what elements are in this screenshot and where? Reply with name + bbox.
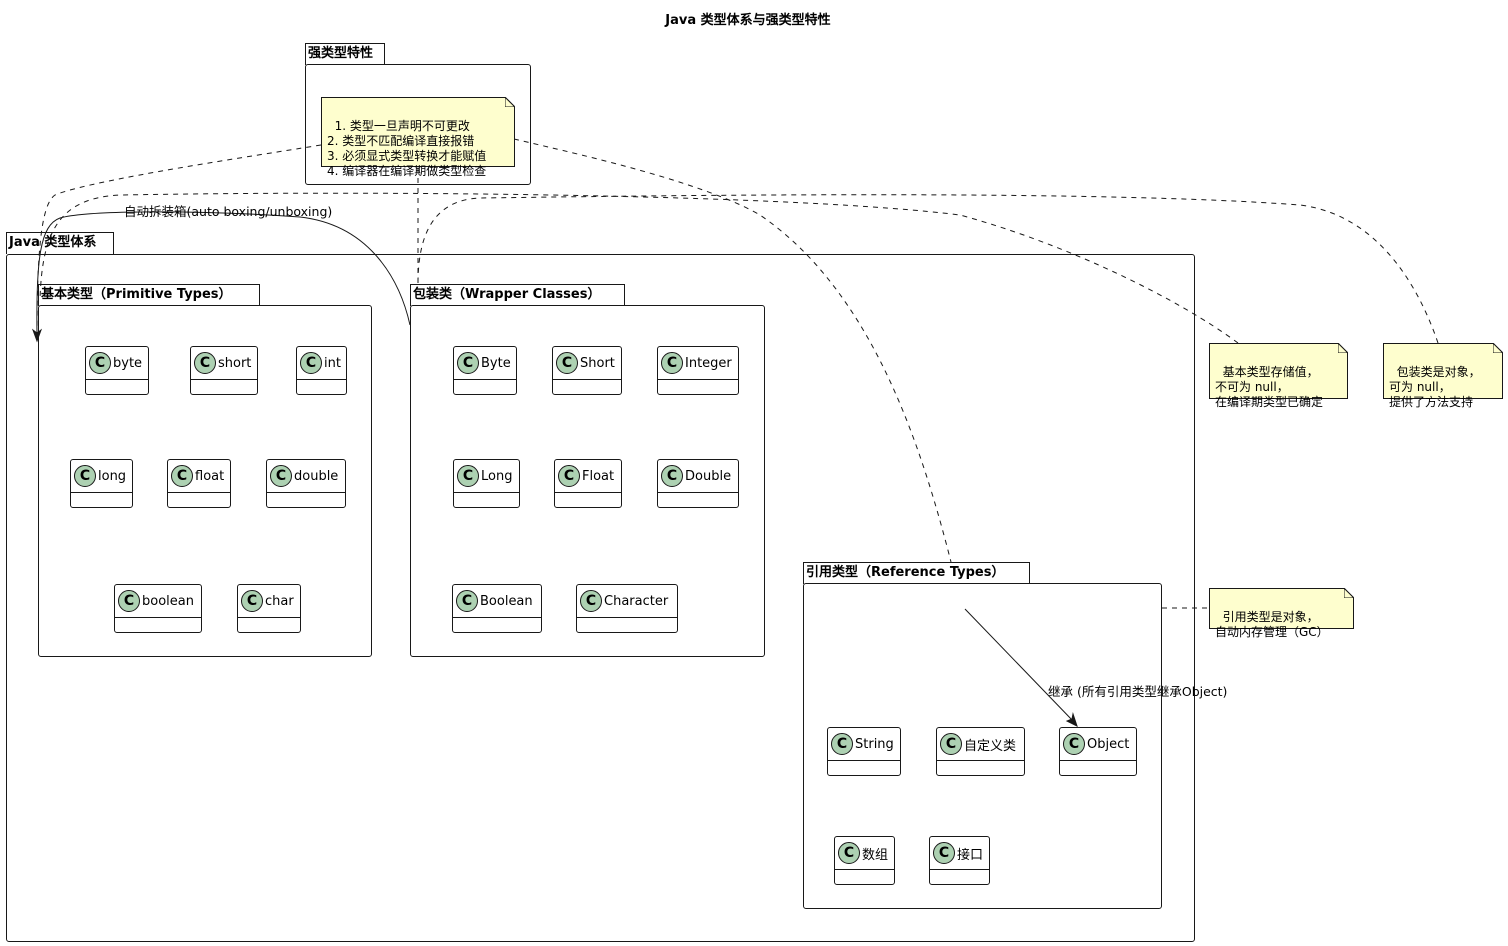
note-fold-icon <box>1344 588 1354 598</box>
class-name: int <box>324 355 341 371</box>
class-name: Long <box>481 468 513 484</box>
class-name: Float <box>582 468 615 484</box>
note-wrapper: 包装类是对象， 可为 null， 提供了方法支持 <box>1383 343 1503 409</box>
class-icon: C <box>457 465 479 487</box>
note-fold-icon <box>1338 343 1348 353</box>
note-text: 包装类是对象， 可为 null， 提供了方法支持 <box>1389 365 1481 409</box>
class-name: 数组 <box>862 847 889 863</box>
note-strong-typing: 1. 类型一旦声明不可更改 2. 类型不匹配编译直接报错 3. 必须显式类型转换… <box>321 97 515 178</box>
class-icon: C <box>457 352 479 374</box>
class-name: double <box>294 468 339 484</box>
class-icon: C <box>270 465 292 487</box>
class-name: 自定义类 <box>964 738 1017 754</box>
class-name: byte <box>113 355 143 371</box>
note-link-primitive-note <box>39 192 1239 344</box>
note-text: 1. 类型一旦声明不可更改 2. 类型不匹配编译直接报错 3. 必须显式类型转换… <box>327 119 487 178</box>
class-name: float <box>195 468 225 484</box>
class-icon: C <box>556 352 578 374</box>
edge-label-inheritance: 继承 (所有引用类型继承Object) <box>1048 684 1228 699</box>
class-name: Byte <box>481 355 511 371</box>
class-icon: C <box>118 590 140 612</box>
note-text: 基本类型存储值， 不可为 null， 在编译期类型已确定 <box>1215 365 1324 409</box>
package-tab-strong-typing: 强类型特性 <box>305 43 385 65</box>
class-icon: C <box>89 352 111 374</box>
class-name: Double <box>685 468 732 484</box>
diagram-title: Java 类型体系与强类型特性 <box>665 13 831 28</box>
class-icon: C <box>1063 733 1085 755</box>
class-name: Object <box>1087 736 1130 752</box>
class-icon: C <box>241 590 263 612</box>
note-fold-icon <box>1493 343 1503 353</box>
class-icon: C <box>940 733 962 755</box>
arrowhead-inherit <box>1065 712 1078 727</box>
class-name: long <box>98 468 127 484</box>
arrowhead-boxing <box>31 328 43 343</box>
class-name: Character <box>604 593 669 609</box>
package-tab-primitive-types: 基本类型（Primitive Types） <box>38 284 260 306</box>
edge-inherit-object <box>964 608 1075 723</box>
package-java-types <box>6 254 1195 942</box>
edge-label-auto-boxing: 自动拆装箱(auto boxing/unboxing) <box>124 204 333 219</box>
class-icon: C <box>171 465 193 487</box>
class-name: short <box>218 355 252 371</box>
note-link-wrapper-note <box>417 194 1439 344</box>
note-reference: 引用类型是对象， 自动内存管理（GC） <box>1209 588 1354 639</box>
class-name: Integer <box>685 355 732 371</box>
package-primitive-types <box>38 305 372 657</box>
package-tab-wrapper-classes: 包装类（Wrapper Classes） <box>410 284 625 306</box>
class-name: Short <box>580 355 615 371</box>
class-icon: C <box>456 590 478 612</box>
class-icon: C <box>300 352 322 374</box>
class-icon: C <box>661 352 683 374</box>
class-icon: C <box>661 465 683 487</box>
package-tab-java-types: Java 类型体系 <box>6 232 114 254</box>
class-icon: C <box>838 842 860 864</box>
note-link-strong-to-primitive <box>36 144 322 341</box>
package-strong-typing <box>305 64 531 185</box>
class-name: boolean <box>142 593 194 609</box>
note-fold-icon <box>505 97 515 107</box>
class-name: Boolean <box>480 593 533 609</box>
package-reference-types <box>803 583 1162 909</box>
class-name: 接口 <box>957 847 984 863</box>
note-text: 引用类型是对象， 自动内存管理（GC） <box>1215 610 1329 639</box>
note-link-strong-to-reference <box>513 138 952 563</box>
class-icon: C <box>558 465 580 487</box>
package-wrapper-classes <box>410 305 765 657</box>
class-name: char <box>265 593 294 609</box>
note-primitive: 基本类型存储值， 不可为 null， 在编译期类型已确定 <box>1209 343 1348 409</box>
class-name: String <box>855 736 894 752</box>
class-icon: C <box>831 733 853 755</box>
class-icon: C <box>74 465 96 487</box>
class-icon: C <box>933 842 955 864</box>
package-tab-reference-types: 引用类型（Reference Types） <box>803 562 1030 584</box>
class-icon: C <box>580 590 602 612</box>
class-icon: C <box>194 352 216 374</box>
edge-auto-boxing <box>36 211 411 336</box>
